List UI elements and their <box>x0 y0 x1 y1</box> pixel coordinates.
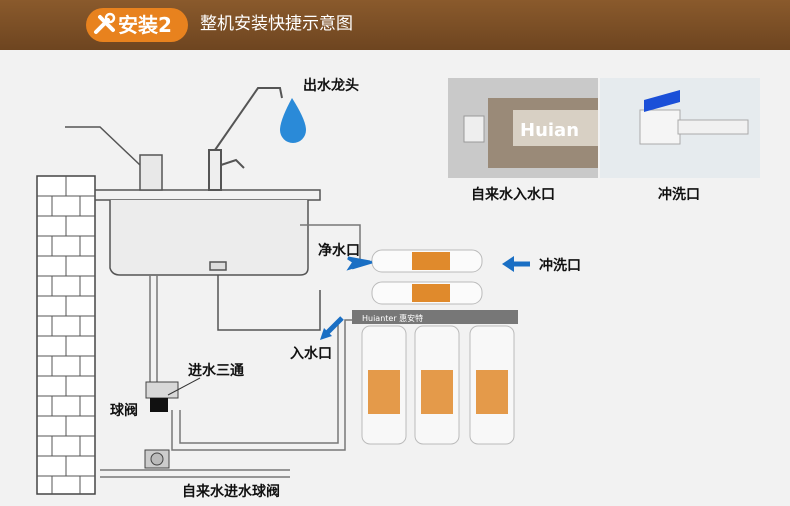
step-badge: 安装2 <box>86 8 188 42</box>
photo-inlet-image: Huian <box>448 78 598 178</box>
photo-flush <box>600 78 760 178</box>
sink <box>95 189 321 331</box>
brand-text: Huianter 惠安特 <box>362 313 423 323</box>
arrow-inlet-icon <box>320 316 344 340</box>
installation-diagram: Huianter 惠安特 <box>36 87 530 495</box>
original-faucet <box>65 126 163 191</box>
photo-inlet: Huian <box>448 78 598 178</box>
label-ball-valve: 球阀 <box>110 403 138 419</box>
brick-wall <box>36 175 96 495</box>
header-bar: 安装2 整机安装快捷示意图 <box>0 0 790 50</box>
arrow-clean-outlet-icon <box>346 256 373 271</box>
photo-inlet-brand: Huian <box>520 120 579 141</box>
label-clean-outlet: 净水口 <box>318 243 360 259</box>
step-badge-text: 安装2 <box>118 13 172 37</box>
label-photo-flush: 冲洗口 <box>658 187 700 203</box>
purified-water-faucet <box>208 87 283 191</box>
label-faucet: 出水龙头 <box>303 78 359 94</box>
label-photo-inlet: 自来水入水口 <box>471 187 555 203</box>
water-drop-icon <box>280 98 306 143</box>
label-inlet: 入水口 <box>290 346 332 362</box>
tools-icon <box>94 12 116 34</box>
pipes <box>100 224 361 478</box>
photo-flush-image <box>600 78 760 178</box>
label-main-valve: 自来水进水球阀 <box>182 484 280 500</box>
main-ball-valve <box>144 449 170 469</box>
label-flush-outlet: 冲洗口 <box>539 258 581 274</box>
page-title: 整机安装快捷示意图 <box>200 14 353 34</box>
arrow-flush-outlet-icon <box>502 256 530 272</box>
label-tee: 进水三通 <box>188 363 244 379</box>
filter-unit: Huianter 惠安特 <box>352 249 518 445</box>
tee-fitting <box>145 381 179 412</box>
